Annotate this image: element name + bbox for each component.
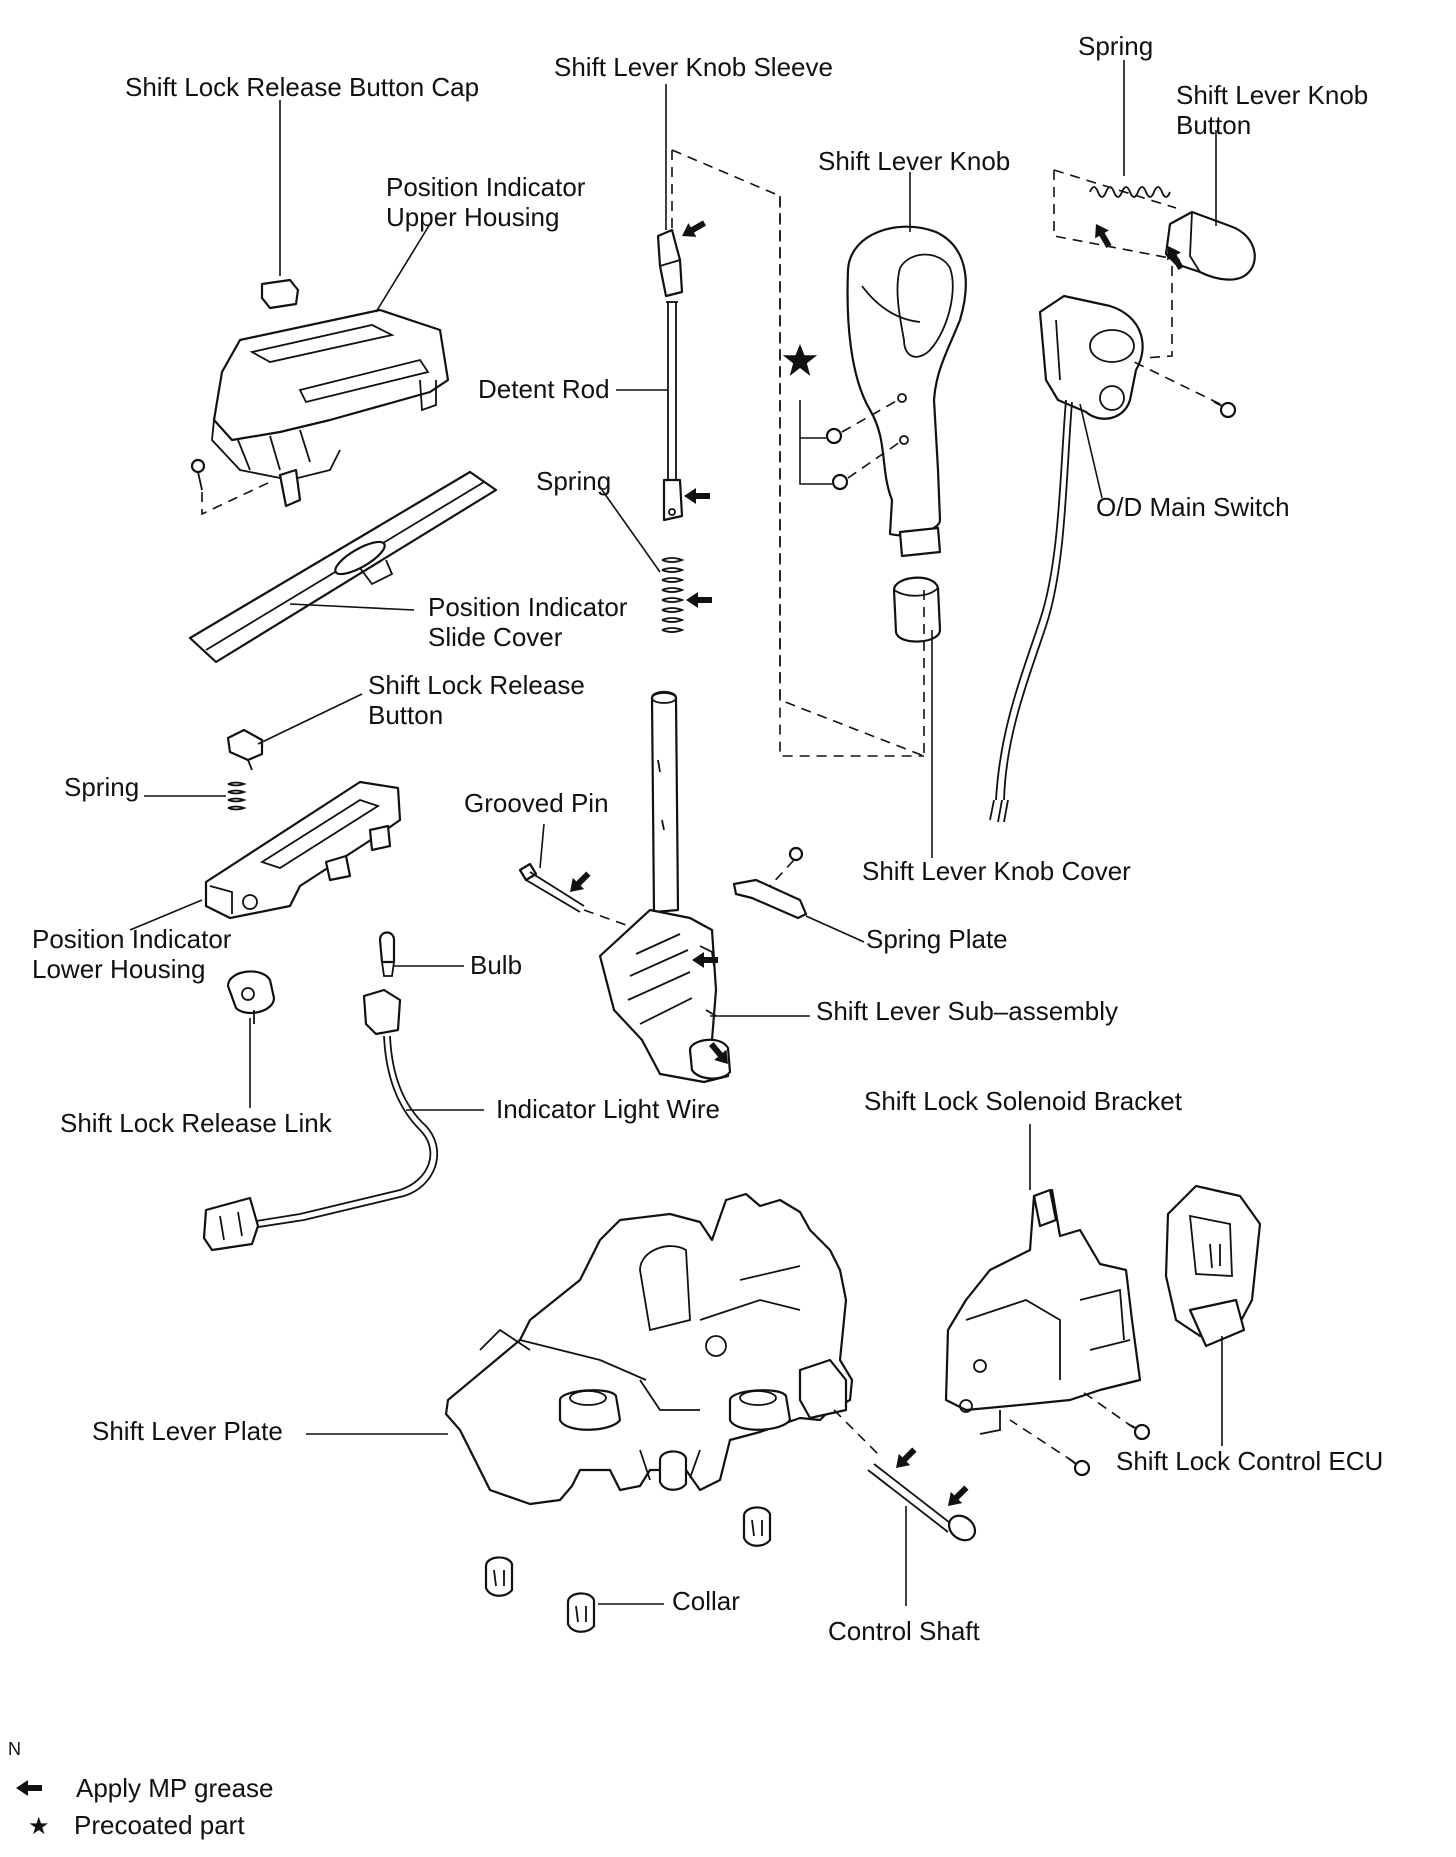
label-position-indicator-upper-housing-line2: Upper Housing [386, 202, 559, 232]
position-indicator-upper-housing-part [211, 308, 450, 508]
spring-left-part [227, 781, 247, 811]
label-shift-lever-knob-cover: Shift Lever Knob Cover [862, 856, 1131, 886]
label-shift-lever-knob: Shift Lever Knob [818, 146, 1010, 176]
label-position-indicator-lower-housing-line2: Lower Housing [32, 954, 205, 984]
label-detent-rod: Detent Rod [478, 374, 610, 404]
label-od-main-switch: O/D Main Switch [1096, 492, 1290, 522]
precoated-star-mark [782, 343, 818, 376]
corner-mark: N [8, 1739, 21, 1759]
shift-lock-control-ecu-part [1164, 1184, 1262, 1348]
label-shift-lever-plate: Shift Lever Plate [92, 1416, 283, 1446]
label-indicator-light-wire: Indicator Light Wire [496, 1094, 720, 1124]
knob-screw-dashlines [841, 399, 901, 479]
collar-parts [484, 1450, 772, 1633]
upper-housing-screw-dashline [201, 481, 271, 516]
upper-housing-screw-part [190, 458, 206, 491]
label-shift-lever-sub-assembly: Shift Lever Sub–assembly [816, 996, 1118, 1026]
label-shift-lever-knob-button-line2: Button [1176, 110, 1251, 140]
spring-mid-part [661, 557, 685, 633]
legend-grease-text: Apply MP grease [76, 1773, 274, 1803]
control-shaft-part [867, 1463, 977, 1542]
label-position-indicator-lower-housing-line1: Position Indicator [32, 924, 232, 954]
grooved-pin-part [518, 862, 585, 913]
spring-plate-part [732, 846, 808, 920]
shift-lever-knob-part [846, 225, 967, 558]
label-shift-lock-release-button-line1: Shift Lock Release [368, 670, 585, 700]
label-collar: Collar [672, 1586, 740, 1616]
position-indicator-lower-housing-part [204, 780, 402, 920]
shift-lock-solenoid-bracket-part [944, 1188, 1142, 1435]
od-main-switch-part [989, 294, 1144, 823]
shift-lock-release-link-part [226, 970, 276, 1024]
label-shift-lever-knob-button-line1: Shift Lever Knob [1176, 80, 1368, 110]
label-position-indicator-slide-cover-line1: Position Indicator [428, 592, 628, 622]
label-shift-lock-release-button-line2: Button [368, 700, 443, 730]
spring-plate-dashline [769, 859, 795, 887]
grooved-pin-dashline [583, 909, 641, 931]
precoated-bracket-leader [799, 400, 832, 485]
knob-screws-part [825, 401, 1237, 491]
label-shift-lock-release-button-cap: Shift Lock Release Button Cap [125, 72, 479, 102]
bracket-screw-dashlines [1009, 1389, 1135, 1463]
label-bulb: Bulb [470, 950, 522, 980]
grease-legend-icon [16, 1780, 42, 1796]
knob-button-dashlines [1053, 169, 1181, 261]
bracket-screws-part [1067, 1423, 1151, 1477]
od-switch-screw-dashline [1129, 359, 1221, 405]
shift-lever-knob-cover-part [892, 576, 942, 643]
shift-lever-plate-part [444, 1192, 854, 1506]
position-indicator-slide-cover-part [188, 470, 498, 664]
precoated-legend-icon: ★ [28, 1813, 50, 1840]
label-control-shaft: Control Shaft [828, 1616, 981, 1646]
label-position-indicator-upper-housing-line1: Position Indicator [386, 172, 586, 202]
knob-button-dashline-2 [1143, 266, 1173, 359]
leader-lines [129, 60, 1223, 1606]
shift-lever-sub-assembly-part [598, 690, 732, 1084]
spring-top-part [1089, 186, 1171, 198]
shift-lock-release-button-cap-part [260, 278, 300, 310]
shift-lever-knob-button-part [1164, 210, 1256, 281]
label-position-indicator-slide-cover-line2: Slide Cover [428, 622, 563, 652]
control-shaft-dashline [833, 1409, 881, 1457]
bulb-part [378, 931, 396, 977]
shift-lever-knob-sleeve-part [656, 228, 684, 298]
legend: N Apply MP grease ★ Precoated part [8, 1739, 274, 1840]
label-spring-top: Spring [1078, 31, 1153, 61]
label-grooved-pin: Grooved Pin [464, 788, 609, 818]
label-spring-mid: Spring [536, 466, 611, 496]
label-shift-lock-control-ecu: Shift Lock Control ECU [1116, 1446, 1383, 1476]
shift-lock-release-button-part [226, 728, 264, 771]
label-shift-lock-solenoid-bracket: Shift Lock Solenoid Bracket [864, 1086, 1183, 1116]
legend-precoated-text: Precoated part [74, 1810, 245, 1840]
indicator-light-wire-part [202, 988, 439, 1252]
label-shift-lever-knob-sleeve: Shift Lever Knob Sleeve [554, 52, 833, 82]
label-spring-left: Spring [64, 772, 139, 802]
label-spring-plate: Spring Plate [866, 924, 1008, 954]
detent-rod-part [662, 301, 684, 522]
label-shift-lock-release-link: Shift Lock Release Link [60, 1108, 333, 1138]
callout-labels: Shift Lock Release Button Cap Shift Leve… [32, 31, 1383, 1646]
